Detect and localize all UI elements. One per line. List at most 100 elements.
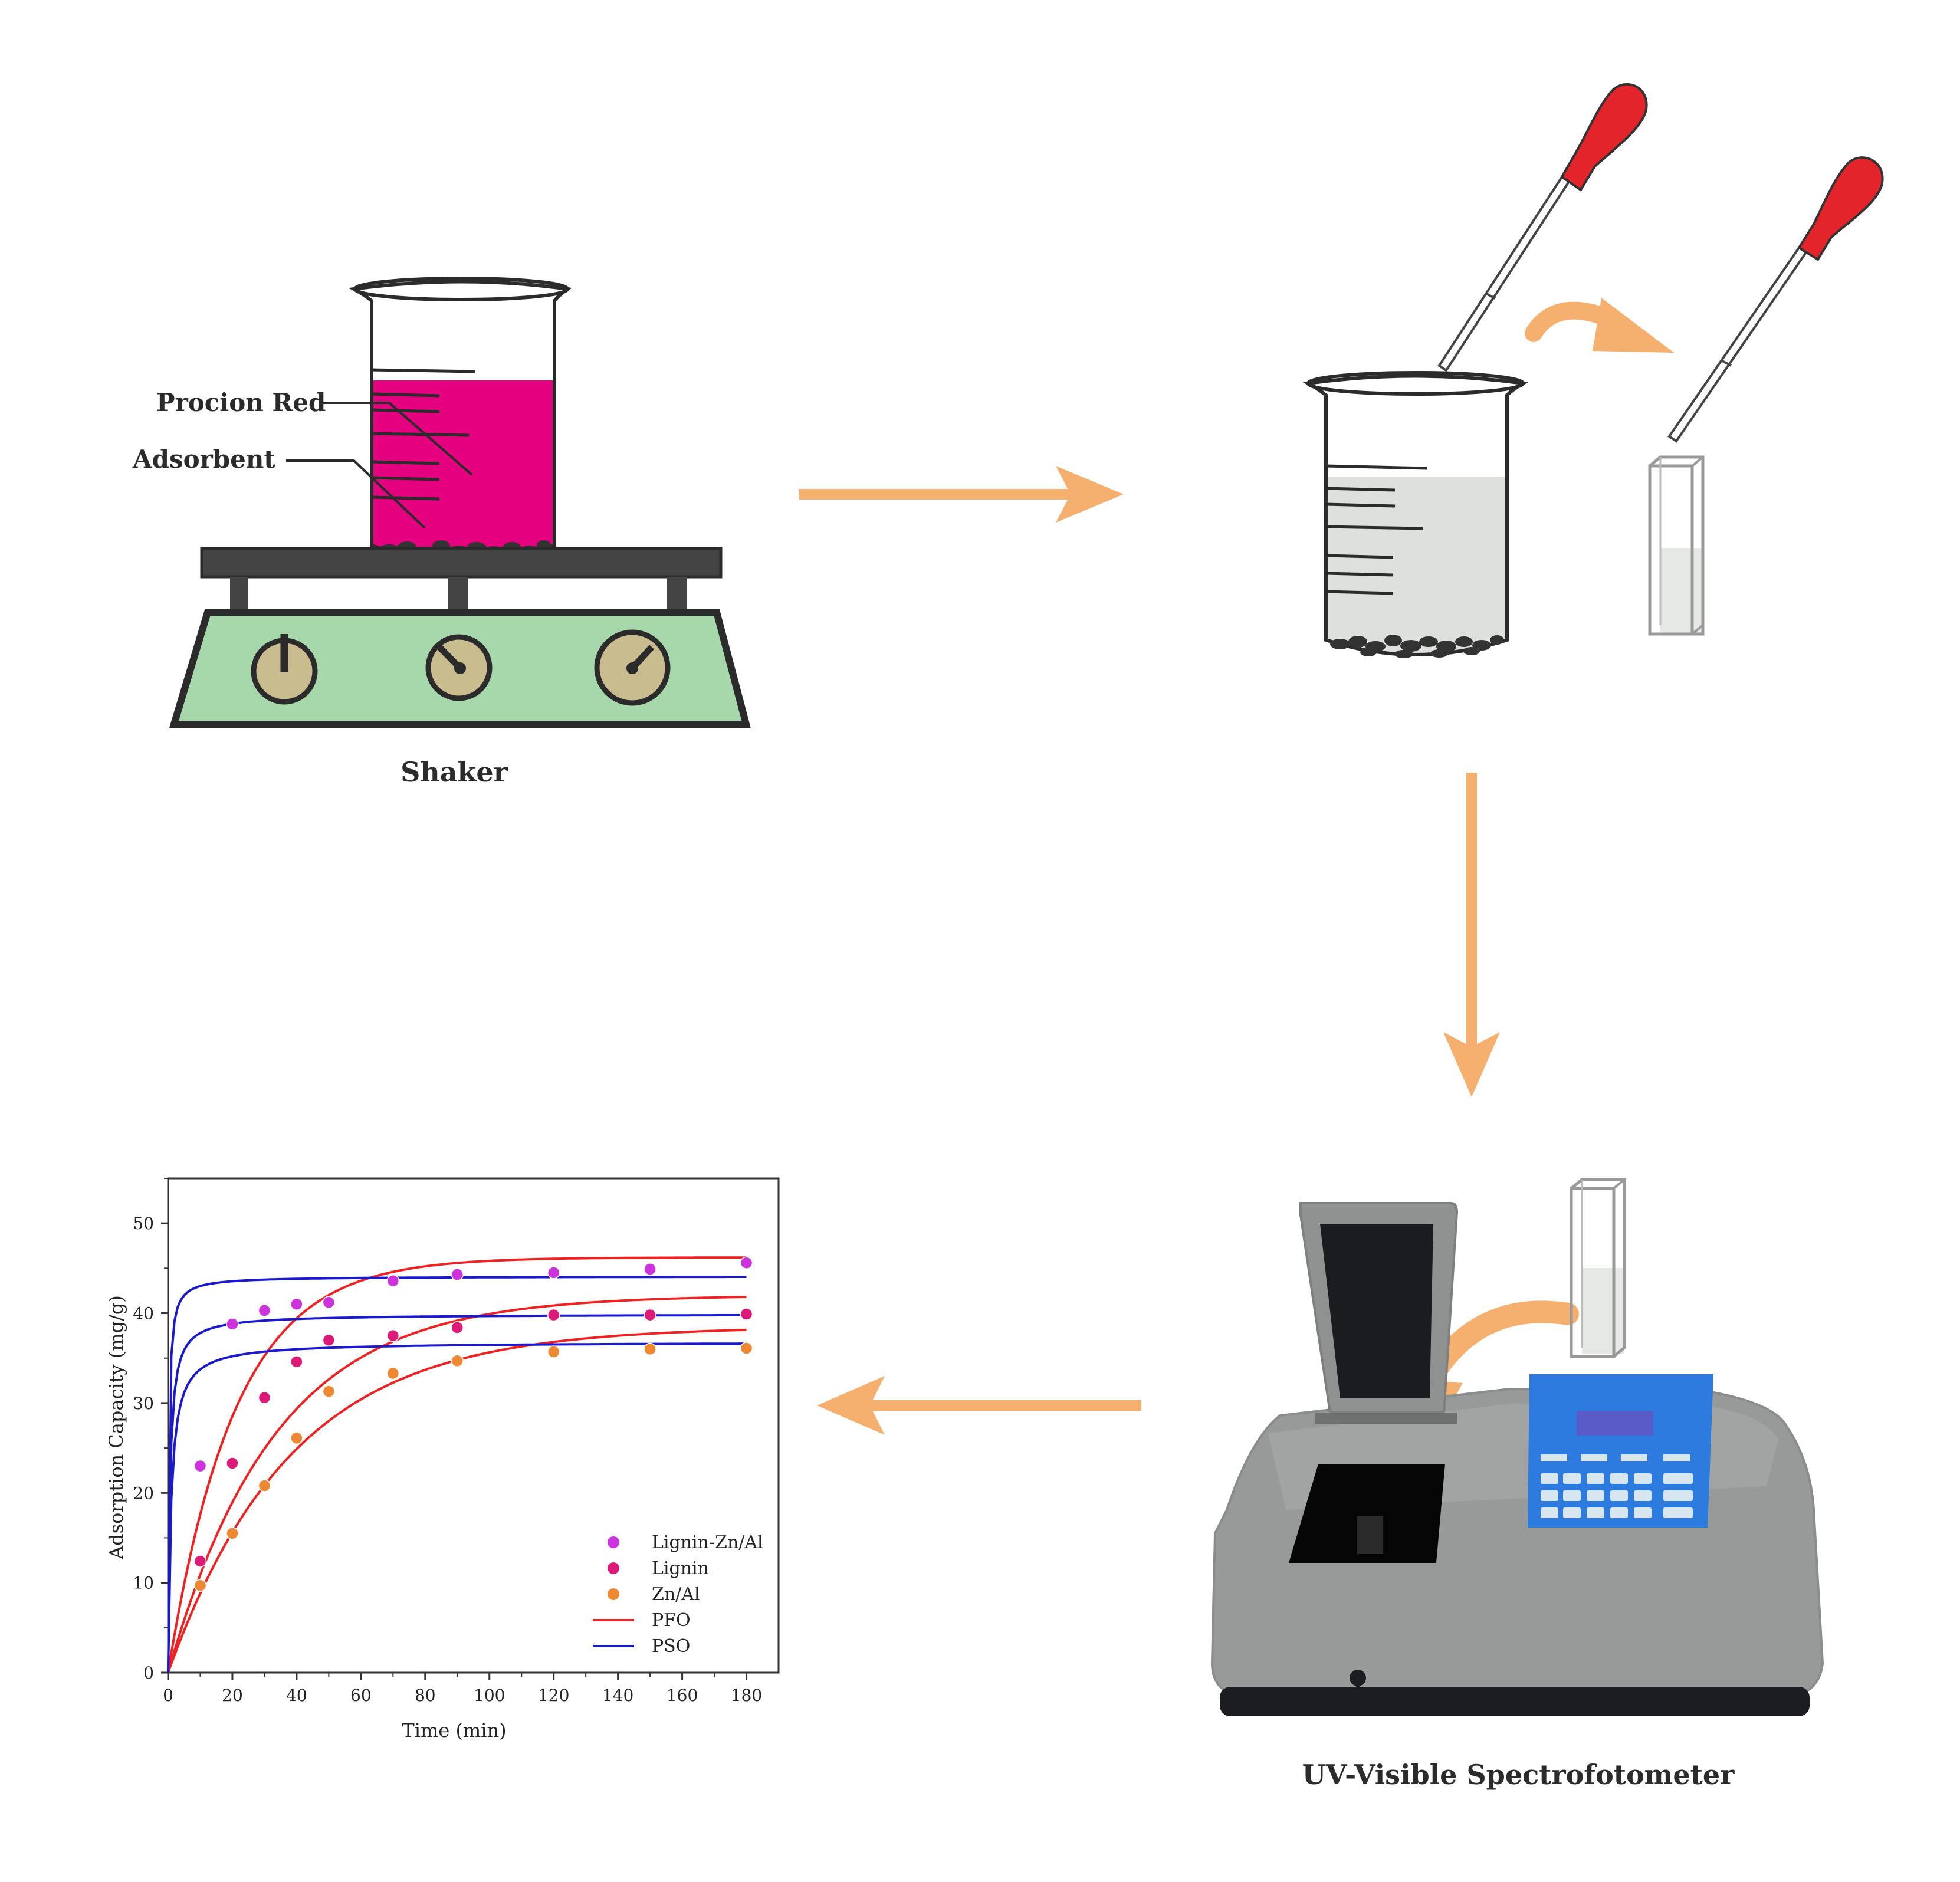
data-point-lignin-zn-al xyxy=(322,1296,336,1309)
data-point-lignin-zn-al xyxy=(258,1304,271,1317)
data-point-lignin-zn-al xyxy=(226,1318,239,1331)
procion-red-label: Procion Red xyxy=(156,388,326,417)
knob-timer-icon xyxy=(594,629,671,706)
cuvette-two-icon xyxy=(1570,1178,1626,1358)
control-panel xyxy=(1528,1374,1713,1528)
legend-marker xyxy=(608,1588,619,1600)
data-point-zn-al xyxy=(386,1367,400,1380)
pipette-two-icon xyxy=(1667,156,1884,443)
legend-label: PSO xyxy=(652,1636,690,1657)
chart-frame xyxy=(167,1177,780,1674)
x-tick-label: 80 xyxy=(415,1686,436,1705)
legend-label: Lignin-Zn/Al xyxy=(652,1532,763,1553)
power-cable xyxy=(1355,1683,1487,1704)
data-point-lignin xyxy=(386,1329,400,1342)
cuvette-slot-icon xyxy=(1357,1516,1383,1554)
arrow-right xyxy=(799,466,1124,523)
y-axis-title: Adsorption Capacity (mg/g) xyxy=(105,1295,127,1560)
data-point-lignin-zn-al xyxy=(644,1263,656,1276)
knob-power-icon xyxy=(251,634,318,705)
beaker-outline xyxy=(348,280,572,562)
data-point-zn-al xyxy=(451,1354,464,1368)
data-point-zn-al xyxy=(226,1527,239,1540)
sample-compartment xyxy=(1289,1464,1445,1563)
data-point-lignin xyxy=(644,1308,656,1322)
y-tick-label: 30 xyxy=(133,1394,154,1413)
display-screen xyxy=(1577,1411,1653,1436)
label-leaders xyxy=(286,402,473,529)
dye-beaker xyxy=(348,277,572,563)
x-tick-label: 100 xyxy=(474,1686,505,1705)
x-tick-label: 20 xyxy=(222,1686,243,1705)
x-tick-label: 60 xyxy=(350,1686,372,1705)
sample-particles xyxy=(1330,635,1504,658)
shaker-leg-left xyxy=(230,577,248,612)
cuvette-one-icon xyxy=(1648,455,1705,636)
x-tick-label: 120 xyxy=(538,1686,569,1705)
sample-beaker-outline xyxy=(1302,374,1528,656)
x-axis-title: Time (min) xyxy=(402,1719,506,1742)
beaker-rim xyxy=(353,277,569,301)
y-tick-label: 0 xyxy=(143,1663,154,1683)
pfo-fit-line xyxy=(167,1256,747,1673)
knob-speed-icon xyxy=(425,634,493,701)
shaker-illustration: Procion Red Adsorbent Shaker xyxy=(132,277,751,788)
sample-liquid xyxy=(1326,477,1507,655)
pipette-one-icon xyxy=(1437,83,1648,372)
power-button-icon xyxy=(1350,1670,1366,1686)
legend-marker xyxy=(608,1536,619,1548)
x-tick-label: 0 xyxy=(163,1686,173,1705)
data-point-lignin xyxy=(226,1457,239,1470)
x-tick-label: 140 xyxy=(602,1686,633,1705)
data-point-lignin-zn-al xyxy=(451,1268,464,1281)
spectro-base-strip xyxy=(1220,1687,1810,1716)
data-point-lignin xyxy=(193,1555,207,1568)
legend-label: Lignin xyxy=(652,1558,709,1579)
data-point-lignin xyxy=(740,1308,753,1321)
sample-beaker-graduations xyxy=(1325,464,1428,595)
data-point-zn-al xyxy=(547,1345,560,1358)
data-point-zn-al xyxy=(322,1385,336,1398)
data-point-zn-al xyxy=(258,1479,271,1492)
y-tick-label: 20 xyxy=(133,1483,154,1503)
y-tick-label: 50 xyxy=(133,1214,154,1233)
legend-marker xyxy=(608,1562,619,1574)
data-point-lignin-zn-al xyxy=(740,1256,753,1269)
data-point-lignin-zn-al xyxy=(290,1298,303,1311)
legend-label: PFO xyxy=(652,1610,691,1631)
data-point-zn-al xyxy=(193,1579,207,1592)
shaker-leg-right xyxy=(667,577,687,612)
spectrophotometer-illustration: UV-Visible Spectrofotometer xyxy=(1210,1178,1824,1791)
beaker-graduations xyxy=(371,368,475,501)
arrow-transfer-curved xyxy=(1525,298,1674,353)
shaker-leg-mid xyxy=(448,577,468,612)
keypad xyxy=(1541,1454,1693,1518)
data-point-zn-al xyxy=(740,1342,753,1355)
x-tick-label: 160 xyxy=(667,1686,698,1705)
data-point-lignin-zn-al xyxy=(547,1266,560,1279)
x-tick-label: 40 xyxy=(286,1686,307,1705)
data-point-lignin-zn-al xyxy=(193,1459,207,1473)
y-tick-label: 10 xyxy=(133,1574,154,1593)
chart-data-points xyxy=(193,1256,753,1592)
pfo-fit-line xyxy=(167,1296,747,1673)
data-point-lignin xyxy=(547,1308,560,1322)
shaker-top-plate xyxy=(200,547,723,579)
legend-label: Zn/Al xyxy=(652,1584,700,1605)
data-point-lignin xyxy=(290,1355,303,1368)
spectro-lid-window xyxy=(1320,1224,1433,1398)
data-point-lignin xyxy=(322,1334,336,1347)
y-tick-label: 40 xyxy=(133,1304,154,1323)
dye-liquid xyxy=(372,380,554,560)
flow-arrows xyxy=(799,298,1674,1477)
sample-beaker xyxy=(1302,371,1528,658)
sampling-illustration xyxy=(1302,83,1884,658)
spectro-hinge xyxy=(1315,1413,1457,1424)
data-point-zn-al xyxy=(290,1431,303,1445)
arrow-left xyxy=(817,1376,1141,1435)
data-point-lignin-zn-al xyxy=(386,1274,400,1287)
